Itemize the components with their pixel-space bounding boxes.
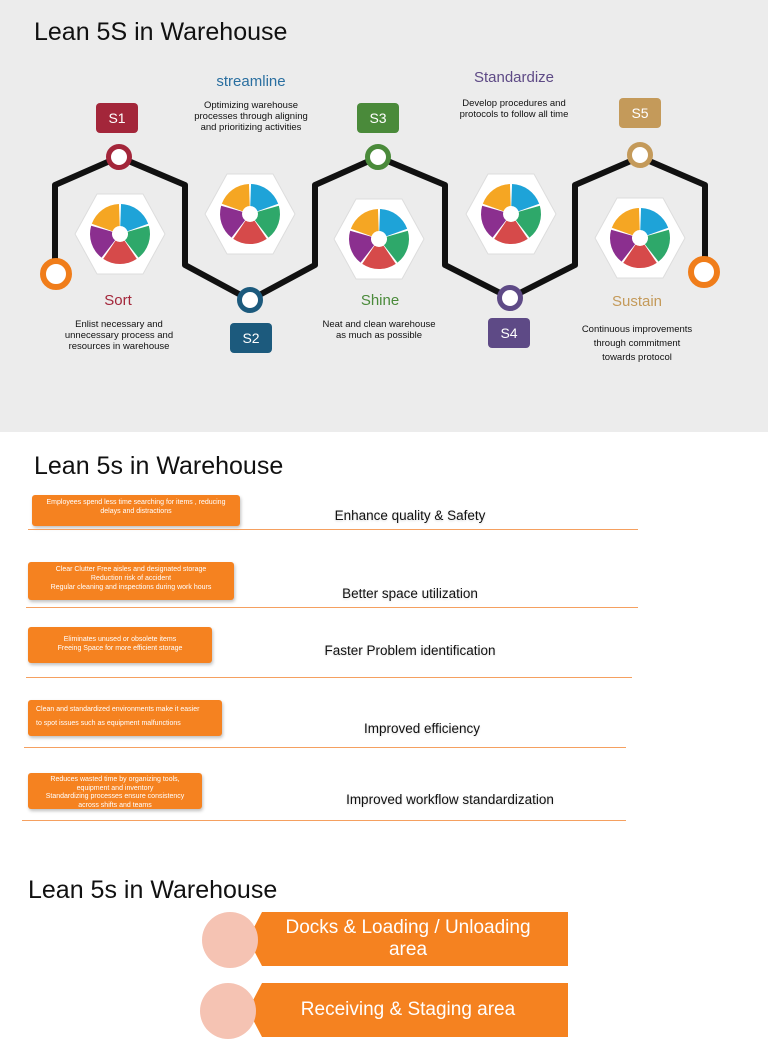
- sustain-desc: Continuous improvements through commitme…: [581, 324, 693, 363]
- streamline-label: streamline: [216, 73, 286, 90]
- s4-ring: [497, 285, 523, 311]
- sort-desc: Enlist necessary and unnecessary process…: [64, 319, 174, 352]
- benefit-label: Enhance quality & Safety: [334, 508, 486, 523]
- sort-label: Sort: [104, 292, 132, 309]
- s3-badge: S3: [357, 103, 399, 133]
- s3-ring: [365, 144, 391, 170]
- area-docks-loading: Docks & Loading / Unloading area: [248, 912, 568, 966]
- area-circle: [200, 983, 256, 1039]
- area-label: Docks & Loading / Unloading area: [285, 917, 531, 960]
- slide-5s-benefits: Lean 5s in Warehouse Employees spend les…: [0, 438, 768, 838]
- slide-warehouse-areas: Lean 5s in Warehouse Docks & Loading / U…: [0, 860, 768, 1039]
- divider: [26, 607, 638, 608]
- area-circle: [202, 912, 258, 968]
- slide3-title: Lean 5s in Warehouse: [28, 876, 278, 904]
- benefit-label: Improved efficiency: [363, 721, 481, 736]
- slide-5s-overview: Lean 5S in Warehouse S1 S2 S3 S4 S5 Sort…: [0, 0, 768, 432]
- divider: [28, 529, 638, 530]
- benefit-label: Better space utilization: [342, 586, 478, 601]
- divider: [26, 677, 632, 678]
- hexagon-5s-wheel-icon: [594, 196, 686, 280]
- benefit-detail-box: Employees spend less time searching for …: [32, 495, 240, 526]
- slide2-title: Lean 5s in Warehouse: [34, 452, 284, 480]
- s2-badge: S2: [230, 323, 272, 353]
- area-label: Receiving & Staging area: [300, 999, 516, 1020]
- shine-label: Shine: [360, 292, 400, 309]
- s2-ring: [237, 287, 263, 313]
- benefit-detail-box: Eliminates unused or obsolete items Free…: [28, 627, 212, 663]
- streamline-desc: Optimizing warehouse processes through a…: [194, 100, 308, 133]
- standardize-label: Standardize: [473, 69, 555, 86]
- end-ring: [688, 256, 720, 288]
- benefit-detail-box: Clear Clutter Free aisles and designated…: [28, 562, 234, 600]
- s5-ring: [627, 142, 653, 168]
- benefit-label: Improved workflow standardization: [346, 792, 554, 807]
- sustain-label: Sustain: [611, 293, 663, 310]
- hexagon-5s-wheel-icon: [333, 197, 425, 281]
- area-receiving-staging: Receiving & Staging area: [248, 983, 568, 1037]
- divider: [22, 820, 626, 821]
- start-ring: [40, 258, 72, 290]
- benefit-detail-box: Clean and standardized environments make…: [28, 700, 222, 736]
- benefit-detail-box: Reduces wasted time by organizing tools,…: [28, 773, 202, 809]
- s1-ring: [106, 144, 132, 170]
- hexagon-5s-wheel-icon: [465, 172, 557, 256]
- slide1-title: Lean 5S in Warehouse: [34, 18, 288, 46]
- s4-badge: S4: [488, 318, 530, 348]
- benefit-label: Faster Problem identification: [324, 643, 496, 658]
- hexagon-5s-wheel-icon: [204, 172, 296, 256]
- divider: [24, 747, 626, 748]
- hexagon-5s-wheel-icon: [74, 192, 166, 276]
- s5-badge: S5: [619, 98, 661, 128]
- s1-badge: S1: [96, 103, 138, 133]
- shine-desc: Neat and clean warehouse as much as poss…: [322, 319, 436, 341]
- standardize-desc: Develop procedures and protocols to foll…: [459, 98, 569, 120]
